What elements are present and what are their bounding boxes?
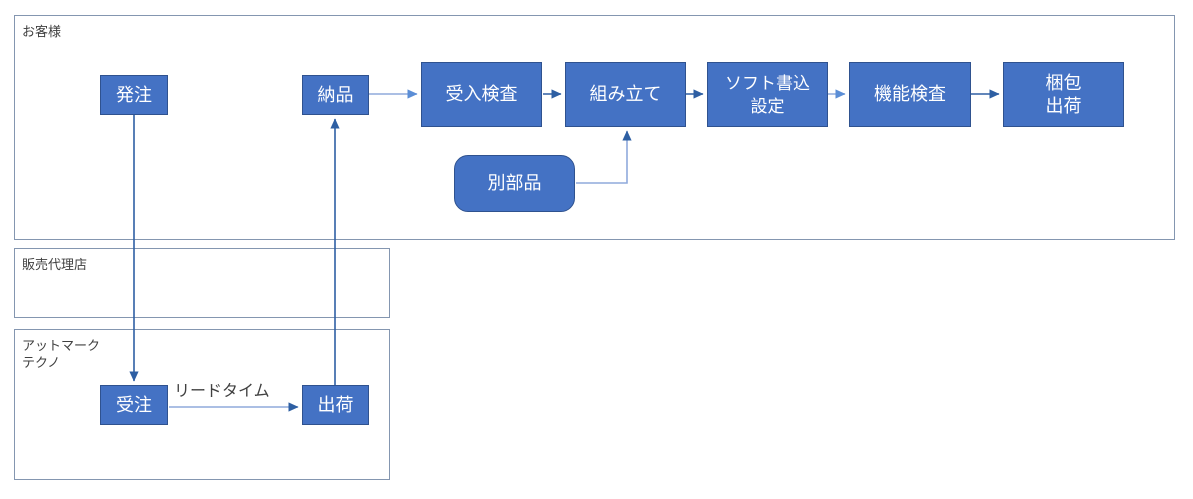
swimlane-distributor <box>14 248 390 318</box>
node-konpou-shukka[interactable]: 梱包 出荷 <box>1003 62 1124 127</box>
node-juchuu[interactable]: 受注 <box>100 385 168 425</box>
node-kinou-kensa[interactable]: 機能検査 <box>849 62 971 127</box>
swimlane-atmark <box>14 329 390 480</box>
edge-label-lead-time: リードタイム <box>174 383 270 400</box>
node-soft-kakikomi[interactable]: ソフト書込 設定 <box>707 62 828 127</box>
node-shukka[interactable]: 出荷 <box>302 385 369 425</box>
node-betsubuhin[interactable]: 別部品 <box>454 155 575 212</box>
node-hacchuu[interactable]: 発注 <box>100 75 168 115</box>
node-nouhin[interactable]: 納品 <box>302 75 369 115</box>
swimlane-label-customer: お客様 <box>22 24 62 39</box>
node-ukeire-kensa[interactable]: 受入検査 <box>421 62 542 127</box>
swimlane-label-distributor: 販売代理店 <box>22 257 88 272</box>
node-kumitate[interactable]: 組み立て <box>565 62 686 127</box>
swimlane-label-atmark: アットマーク テクノ <box>22 338 101 370</box>
swimlane-customer <box>14 15 1175 240</box>
